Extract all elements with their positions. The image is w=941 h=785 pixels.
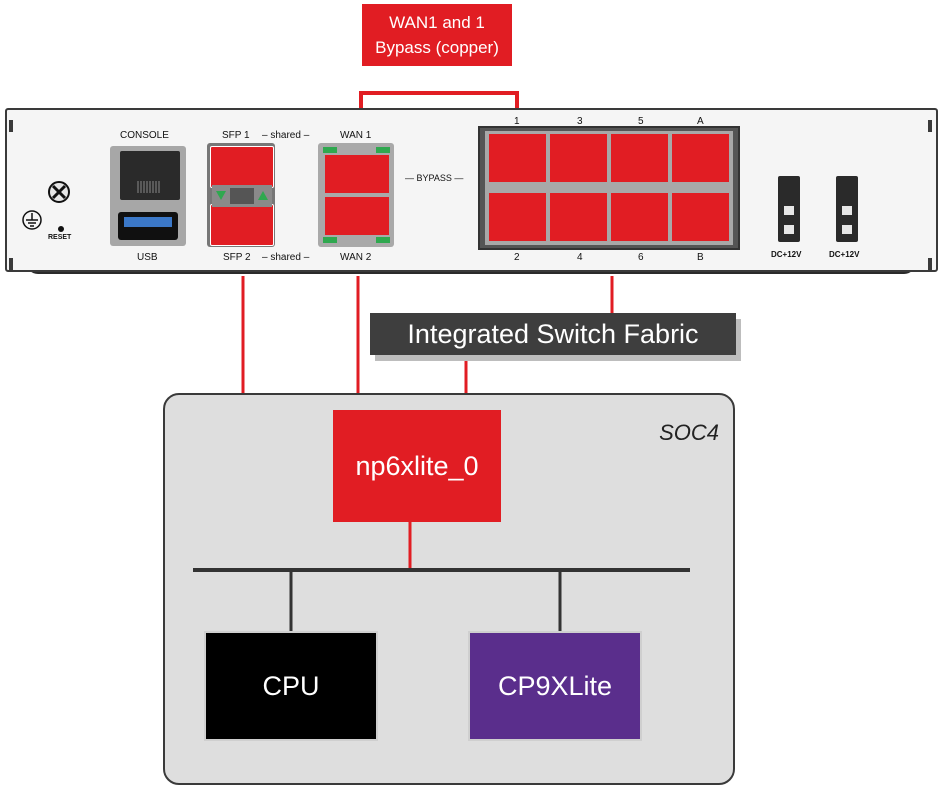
switch-port-label-3: 3	[577, 116, 583, 127]
switch-port-4	[550, 193, 607, 241]
bypass-label: — BYPASS —	[405, 173, 464, 183]
chassis-ear-right-bottom	[928, 258, 932, 270]
usb-port-tongue	[124, 217, 172, 227]
switch-port-label-5: 5	[638, 116, 644, 127]
wan1-led-right	[376, 147, 390, 153]
rj45-pins-icon	[137, 181, 160, 193]
np6xlite-processor: np6xlite_0	[333, 410, 501, 522]
sfp2-label: SFP 2	[223, 252, 251, 263]
console-port	[120, 151, 180, 200]
wan-bypass-callout: WAN1 and 1 Bypass (copper)	[362, 4, 512, 66]
sfp-up-arrow-icon	[258, 191, 268, 200]
reset-pinhole-icon	[58, 226, 64, 232]
switch-port-label-6: 6	[638, 252, 644, 263]
switch-port-label-b: B	[697, 252, 704, 263]
callout-line-1: WAN1 and 1	[389, 13, 485, 32]
power-connector-2-pin-bottom	[842, 225, 852, 234]
shared-label-bottom: – shared –	[262, 252, 310, 263]
cp9xlite-block: CP9XLite	[468, 631, 642, 741]
switch-port-3	[550, 134, 607, 182]
callout-line-2: Bypass (copper)	[375, 38, 499, 57]
chassis-ear-left-top	[9, 120, 13, 132]
wan1-port	[325, 155, 389, 193]
switch-port-b	[672, 193, 729, 241]
switch-port-2	[489, 193, 546, 241]
wan2-led-left	[323, 237, 337, 243]
power-connector-2-pin-top	[842, 206, 852, 215]
callout-bracket	[359, 91, 519, 116]
console-label: CONSOLE	[120, 130, 169, 141]
reset-label: RESET	[48, 234, 72, 241]
switch-port-a	[672, 134, 729, 182]
screw-icon	[48, 181, 70, 203]
switch-port-6	[611, 193, 668, 241]
switch-port-5	[611, 134, 668, 182]
wan2-label: WAN 2	[340, 252, 372, 263]
ground-reset-area	[22, 181, 70, 232]
sfp-latch	[212, 185, 272, 207]
switch-port-1	[489, 134, 546, 182]
cpu-block: CPU	[204, 631, 378, 741]
ground-icon	[22, 210, 42, 230]
shared-label-top: – shared –	[262, 130, 310, 141]
sfp1-label: SFP 1	[222, 130, 250, 141]
integrated-switch-fabric: Integrated Switch Fabric	[370, 313, 736, 355]
power-connector-1-pin-bottom	[784, 225, 794, 234]
wan1-label: WAN 1	[340, 130, 372, 141]
power-label-1: DC+12V	[771, 250, 802, 259]
switch-port-label-2: 2	[514, 252, 520, 263]
power-label-2: DC+12V	[829, 250, 860, 259]
chassis-ear-right-top	[928, 120, 932, 132]
wan2-led-right	[376, 237, 390, 243]
switch-port-label-4: 4	[577, 252, 583, 263]
switch-port-label-1: 1	[514, 116, 520, 127]
switch-port-label-a: A	[697, 116, 704, 127]
wan1-led-left	[323, 147, 337, 153]
sfp-down-arrow-icon	[216, 191, 226, 200]
wan2-port	[325, 197, 389, 235]
usb-label: USB	[137, 252, 158, 263]
chassis-ear-left-bottom	[9, 258, 13, 270]
soc-label: SOC4	[659, 420, 719, 445]
power-connector-1-pin-top	[784, 206, 794, 215]
